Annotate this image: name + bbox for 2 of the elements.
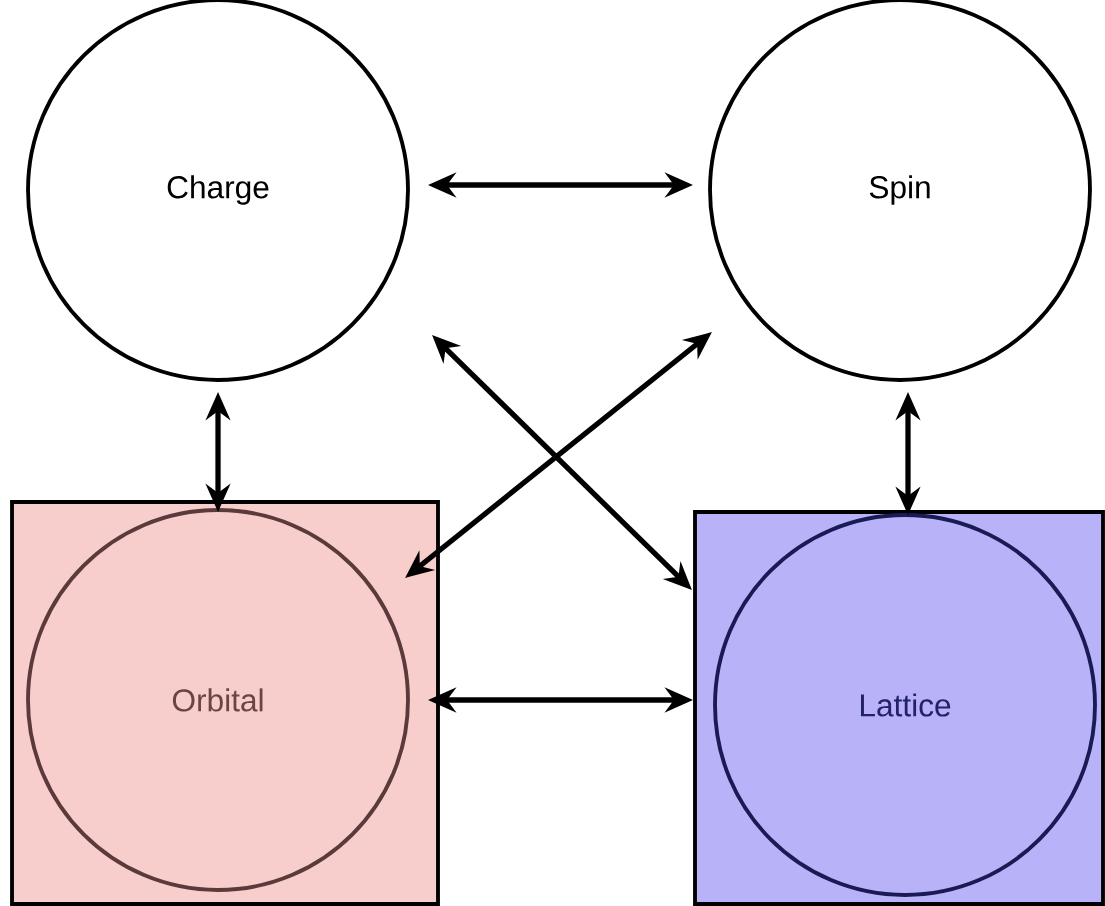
circle-node: Lattice [713,513,1097,897]
circle-node: Orbital [26,508,410,892]
